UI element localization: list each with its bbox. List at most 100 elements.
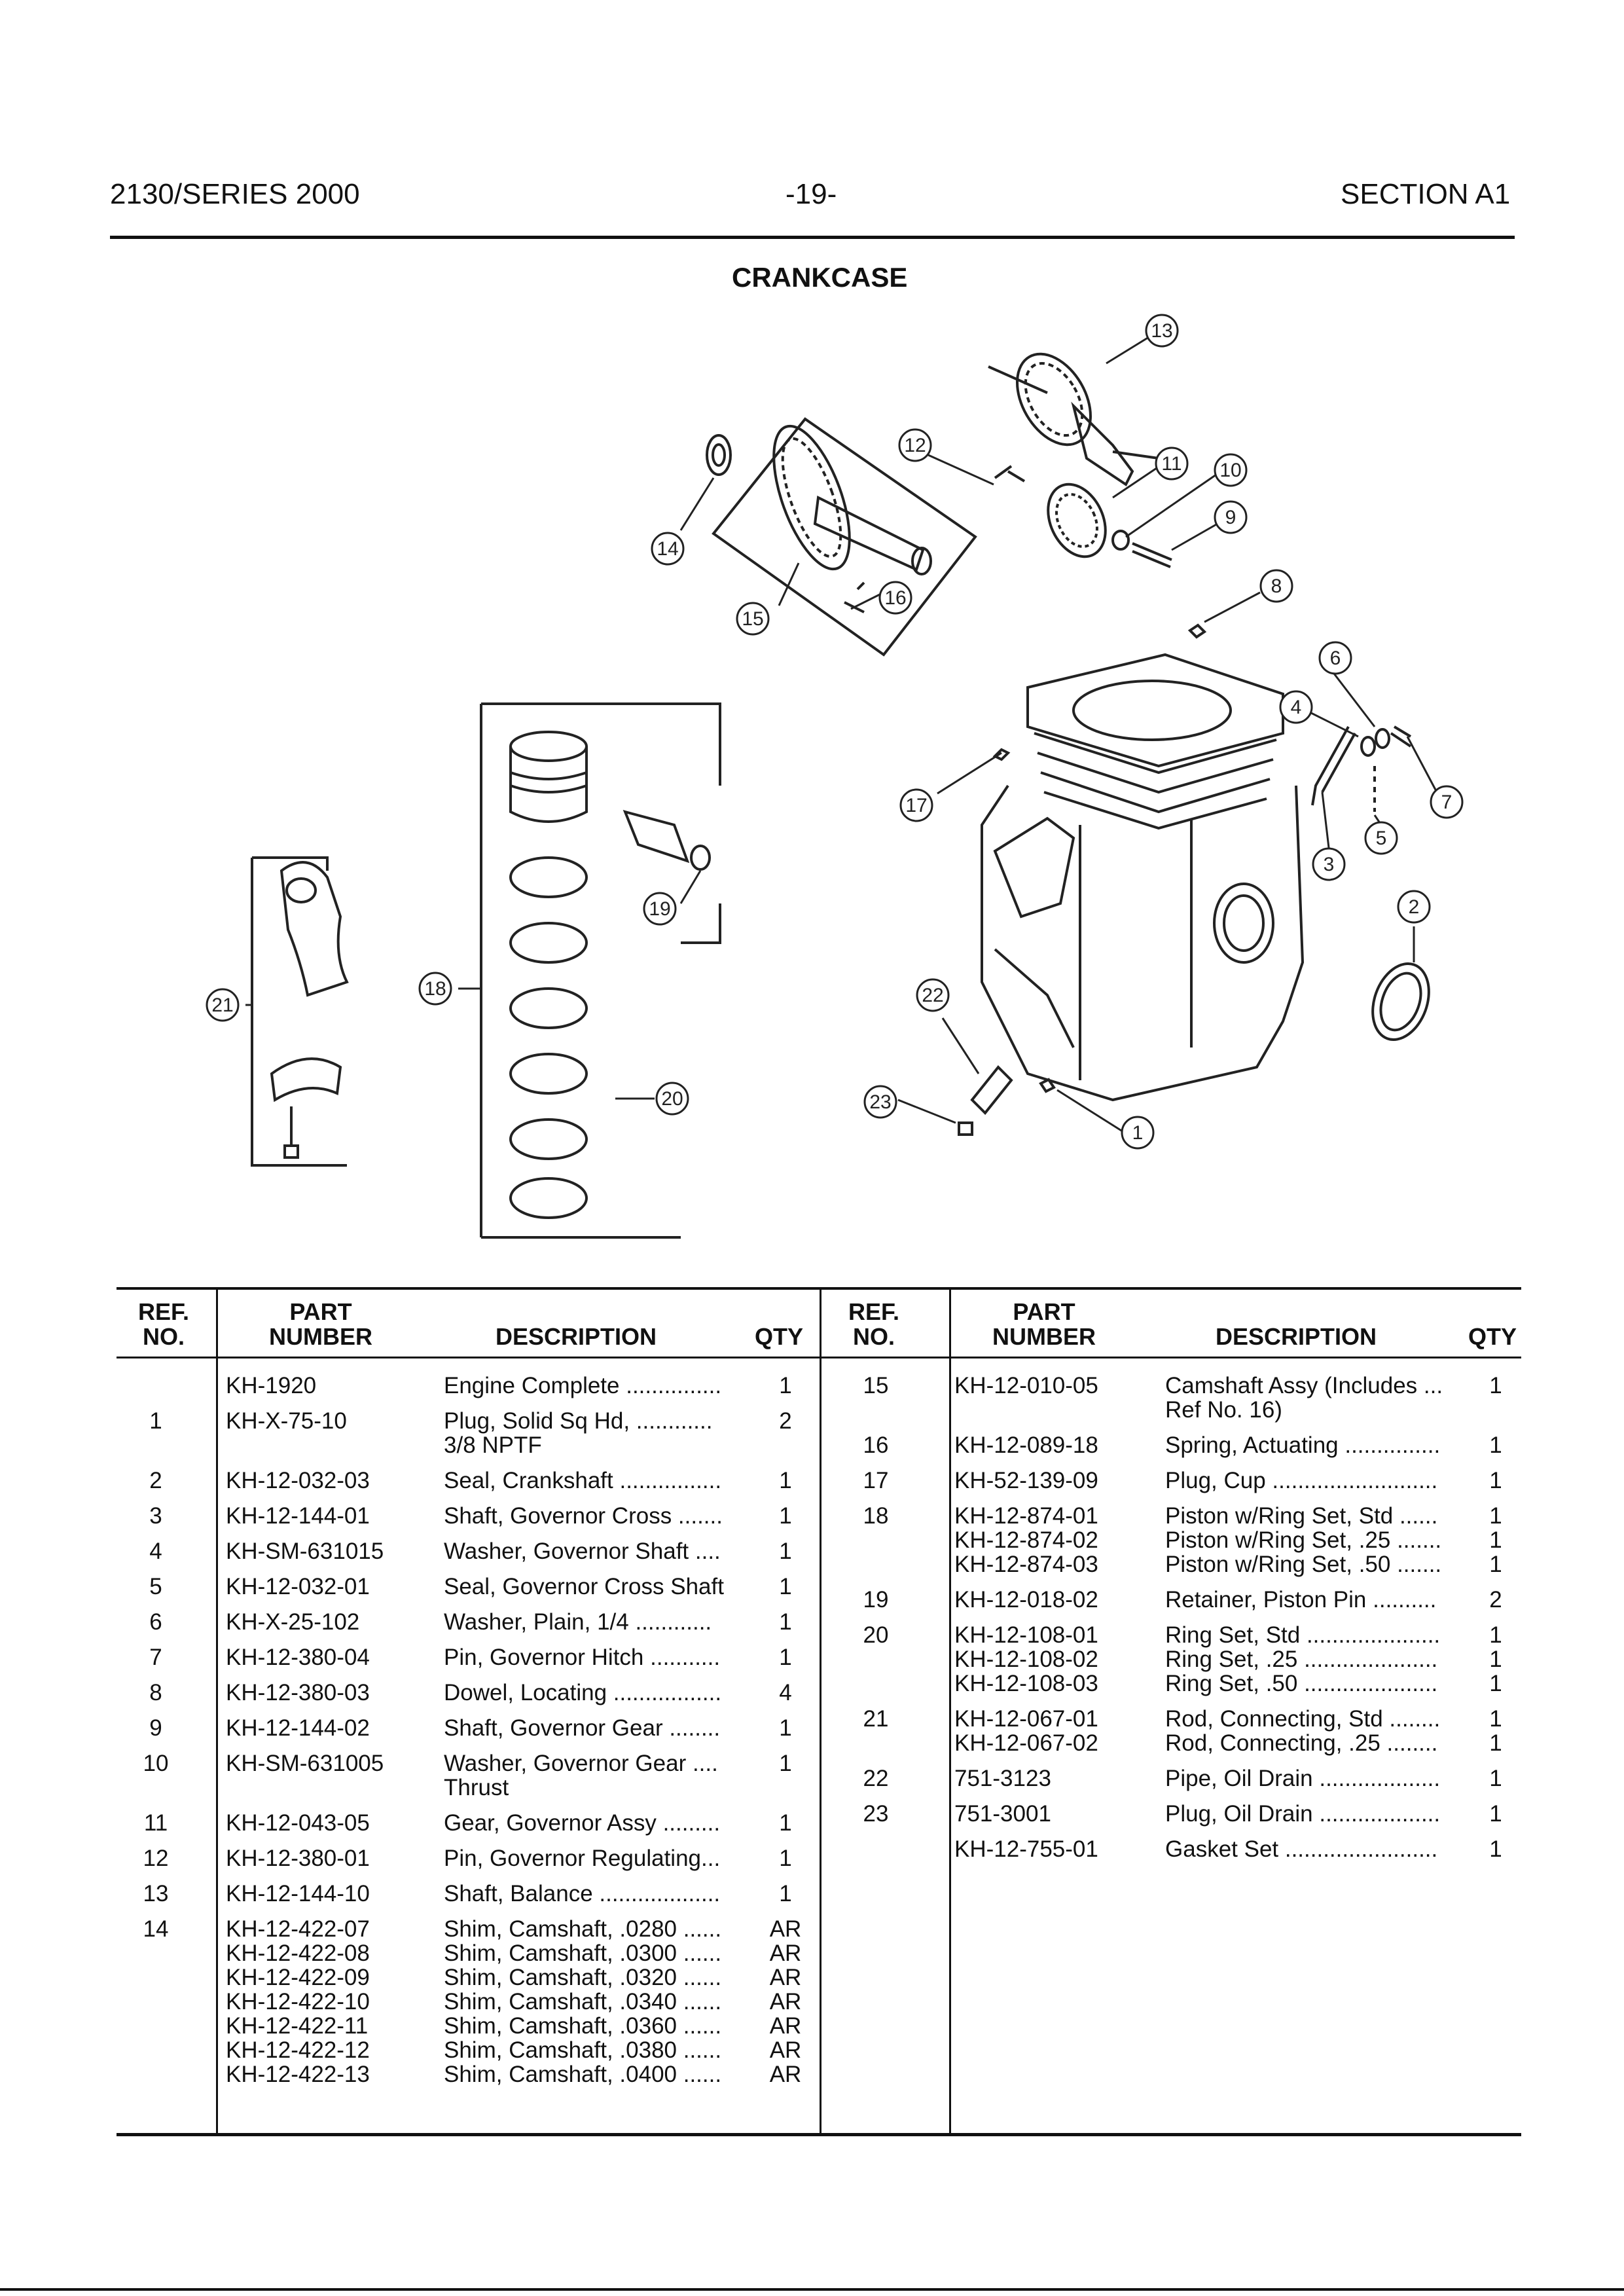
part-description: Piston w/Ring Set, Std ...... Piston w/R… xyxy=(1165,1503,1442,1577)
col-ref-line1: REF. xyxy=(848,1298,899,1325)
part-number: KH-12-067-01 KH-12-067-02 xyxy=(954,1706,1098,1756)
table-top-rule xyxy=(117,1287,1521,1290)
col-ref-line2: NO. xyxy=(142,1323,185,1350)
header-model: 2130/SERIES 2000 xyxy=(110,178,360,210)
part-number: KH-SM-631005 xyxy=(226,1751,384,1776)
svg-text:22: 22 xyxy=(922,985,943,1006)
part-qty: 1 xyxy=(779,1846,792,1871)
ref-no: 7 xyxy=(149,1645,162,1670)
header-rule xyxy=(110,236,1515,239)
ref-no: 4 xyxy=(149,1539,162,1564)
ref-no: 9 xyxy=(149,1715,162,1741)
oil-drain-drawing xyxy=(958,1065,1056,1136)
part-qty: 1 xyxy=(1489,1766,1502,1791)
col-ref-line1: REF. xyxy=(137,1298,189,1325)
svg-text:8: 8 xyxy=(1271,575,1282,597)
part-number: KH-12-032-03 xyxy=(226,1468,370,1493)
callout-22: 22 xyxy=(916,978,950,1012)
part-qty: 1 xyxy=(779,1751,792,1776)
ref-no: 14 xyxy=(143,1916,169,1942)
callout-7: 7 xyxy=(1430,785,1464,819)
part-number: KH-12-144-10 xyxy=(226,1881,370,1906)
part-description: Pin, Governor Regulating... xyxy=(444,1846,721,1871)
callout-11: 11 xyxy=(1155,446,1189,481)
callout-20: 20 xyxy=(655,1082,689,1116)
part-description: Ring Set, Std ..................... Ring… xyxy=(1165,1622,1441,1696)
piston-group-drawing xyxy=(480,702,721,1239)
part-qty: 1 xyxy=(779,1810,792,1836)
svg-text:23: 23 xyxy=(869,1091,891,1113)
col-desc-left: DESCRIPTION xyxy=(495,1323,657,1350)
svg-text:4: 4 xyxy=(1291,697,1302,718)
svg-text:10: 10 xyxy=(1219,460,1241,481)
ref-no: 8 xyxy=(149,1680,162,1705)
part-qty: 1 xyxy=(779,1503,792,1529)
col-divider-right xyxy=(949,1287,951,2133)
svg-text:1: 1 xyxy=(1132,1122,1144,1144)
part-description: Shim, Camshaft, .0280 ...... Shim, Camsh… xyxy=(444,1916,722,2087)
svg-text:2: 2 xyxy=(1409,896,1420,918)
part-description: Plug, Oil Drain ................... xyxy=(1165,1801,1441,1827)
leader-lines xyxy=(245,336,1438,1134)
part-qty: 1 1 xyxy=(1489,1706,1502,1756)
part-description: Plug, Cup .......................... xyxy=(1165,1468,1438,1493)
part-qty: 1 1 1 xyxy=(1489,1622,1502,1696)
part-description: Rod, Connecting, Std ........ Rod, Conne… xyxy=(1165,1706,1441,1756)
part-qty: 1 xyxy=(779,1881,792,1906)
callout-3: 3 xyxy=(1312,847,1346,881)
part-description: Pin, Governor Hitch ........... xyxy=(444,1645,721,1670)
callout-6: 6 xyxy=(1318,641,1352,675)
callout-12: 12 xyxy=(898,428,932,462)
part-qty: 1 xyxy=(779,1574,792,1599)
part-qty: 1 xyxy=(1489,1468,1502,1493)
part-description: Gasket Set ........................ xyxy=(1165,1836,1438,1862)
part-number: KH-12-089-18 xyxy=(954,1432,1098,1458)
col-part-right: PART NUMBER xyxy=(972,1300,1116,1349)
svg-text:7: 7 xyxy=(1441,792,1453,813)
part-description: Spring, Actuating ............... xyxy=(1165,1432,1441,1458)
part-qty: 1 1 1 xyxy=(1489,1503,1502,1577)
col-desc-right: DESCRIPTION xyxy=(1215,1323,1377,1350)
part-number: KH-12-144-01 xyxy=(226,1503,370,1529)
part-number: 751-3123 xyxy=(954,1766,1051,1791)
col-part-left: PART NUMBER xyxy=(249,1300,393,1349)
svg-text:20: 20 xyxy=(661,1088,683,1110)
part-description: Pipe, Oil Drain ................... xyxy=(1165,1766,1441,1791)
svg-text:6: 6 xyxy=(1330,647,1341,669)
callout-16: 16 xyxy=(878,581,912,615)
col-part-line1: PART xyxy=(289,1298,352,1325)
svg-text:17: 17 xyxy=(905,795,927,816)
col-qty-left: QTY xyxy=(754,1323,803,1350)
col-part-line2: NUMBER xyxy=(992,1323,1096,1350)
part-description: Retainer, Piston Pin .......... xyxy=(1165,1587,1437,1613)
col-part-line1: PART xyxy=(1013,1298,1075,1325)
svg-text:15: 15 xyxy=(742,608,763,630)
ref-no: 5 xyxy=(149,1574,162,1599)
callout-21: 21 xyxy=(206,988,240,1022)
callout-15: 15 xyxy=(736,602,770,636)
ref-no: 15 xyxy=(863,1373,889,1398)
svg-text:14: 14 xyxy=(657,538,678,560)
part-description: Washer, Governor Shaft .... xyxy=(444,1539,721,1564)
callout-1: 1 xyxy=(1121,1116,1155,1150)
page-title: CRANKCASE xyxy=(732,262,908,293)
part-number: 751-3001 xyxy=(954,1801,1051,1827)
col-divider-left xyxy=(216,1287,218,2133)
ref-no: 21 xyxy=(863,1706,889,1732)
header-section: SECTION A1 xyxy=(1341,178,1511,210)
part-description: Seal, Governor Cross Shaft xyxy=(444,1574,724,1599)
part-number: KH-1920 xyxy=(226,1373,317,1398)
part-qty: 1 xyxy=(779,1609,792,1635)
part-description: Washer, Plain, 1/4 ............ xyxy=(444,1609,712,1635)
ref-no: 19 xyxy=(863,1587,889,1613)
part-description: Plug, Solid Sq Hd, ............ 3/8 NPTF xyxy=(444,1408,713,1458)
svg-text:5: 5 xyxy=(1376,828,1387,849)
part-number: KH-12-010-05 xyxy=(954,1373,1098,1398)
part-description: Shaft, Governor Cross ....... xyxy=(444,1503,723,1529)
part-description: Shaft, Governor Gear ........ xyxy=(444,1715,721,1741)
callout-17: 17 xyxy=(899,788,933,822)
part-description: Washer, Governor Gear .... Thrust xyxy=(444,1751,718,1800)
part-description: Seal, Crankshaft ................ xyxy=(444,1468,722,1493)
callout-4: 4 xyxy=(1279,690,1313,724)
